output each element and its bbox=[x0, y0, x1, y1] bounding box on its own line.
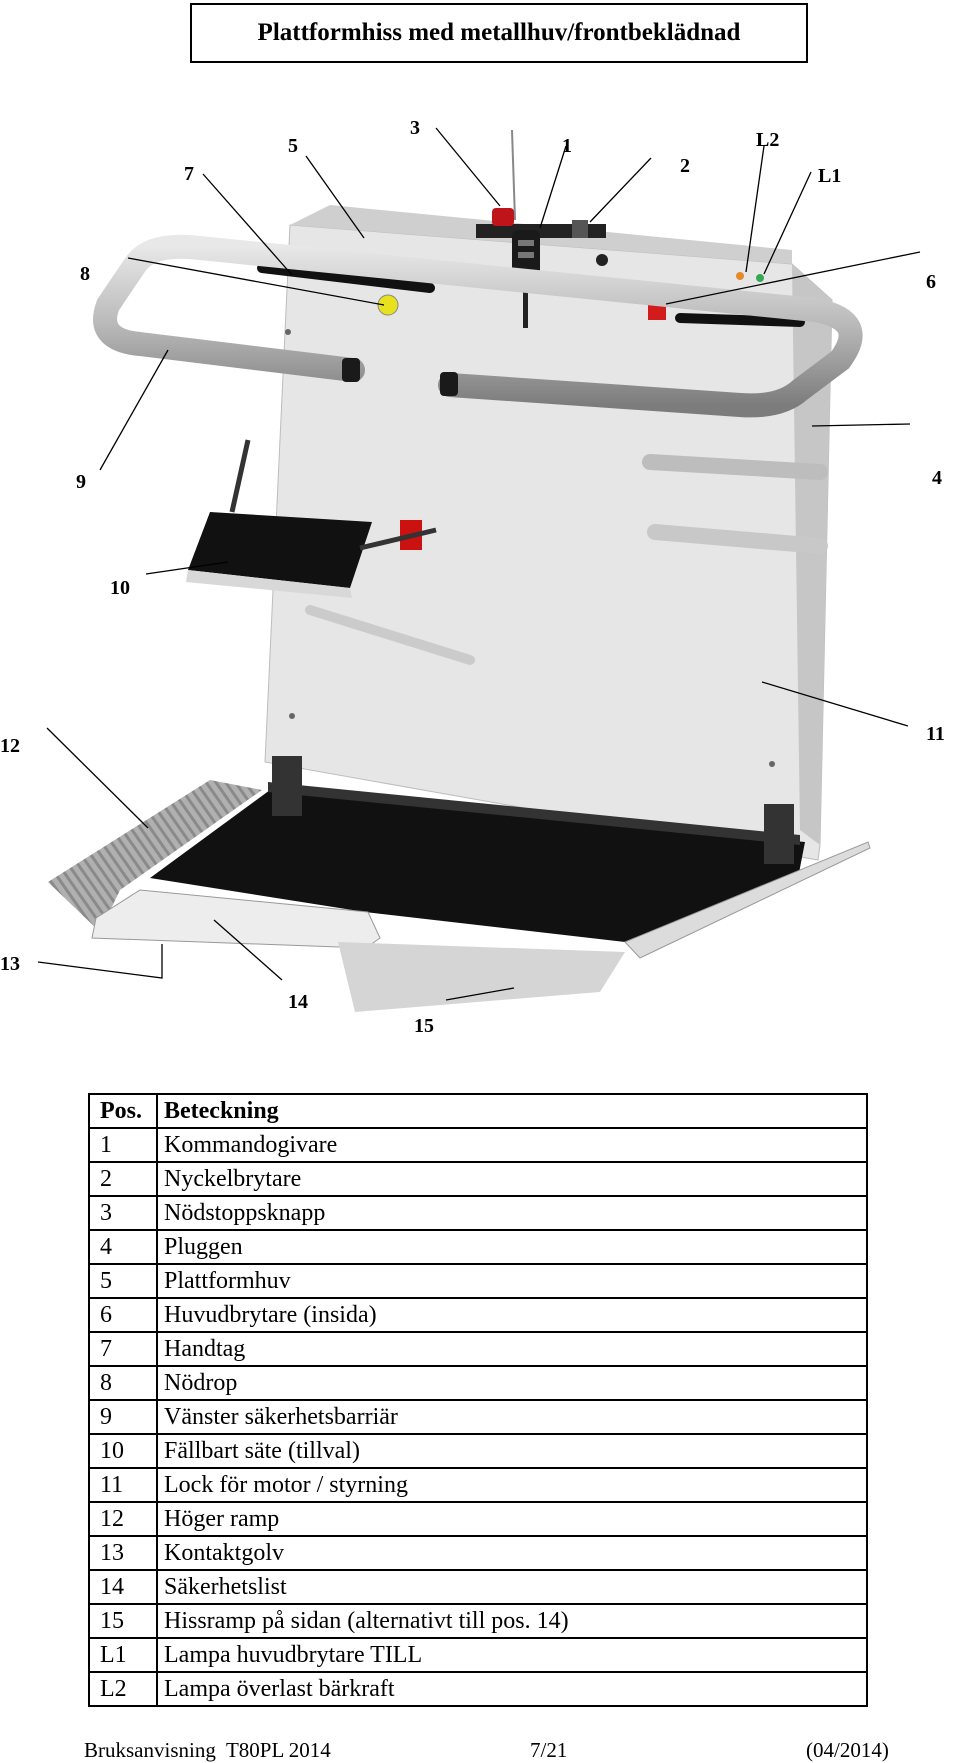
callout-2: 2 bbox=[680, 155, 690, 177]
row-label: Lock för motor / styrning bbox=[156, 1467, 868, 1503]
callout-14: 14 bbox=[288, 991, 308, 1013]
row-label: Nödrop bbox=[156, 1365, 868, 1401]
row-pos: 15 bbox=[88, 1603, 158, 1639]
row-label: Huvudbrytare (insida) bbox=[156, 1297, 868, 1333]
row-pos: 12 bbox=[88, 1501, 158, 1537]
row-label: Lampa överlast bärkraft bbox=[156, 1671, 868, 1707]
row-label: Fällbart säte (tillval) bbox=[156, 1433, 868, 1469]
row-label: Höger ramp bbox=[156, 1501, 868, 1537]
row-pos: 8 bbox=[88, 1365, 158, 1401]
row-pos: 1 bbox=[88, 1127, 158, 1163]
emergency-call-button bbox=[377, 294, 399, 316]
callout-5: 5 bbox=[288, 135, 298, 157]
callout-13: 13 bbox=[0, 953, 20, 975]
callout-4: 4 bbox=[932, 467, 942, 489]
row-label: Kontaktgolv bbox=[156, 1535, 868, 1571]
callout-11: 11 bbox=[926, 723, 945, 745]
platform-lift-illustration bbox=[37, 127, 921, 1012]
footer-date: (04/2014) bbox=[806, 1738, 889, 1762]
safety-barrier bbox=[93, 234, 863, 418]
footer-doc-name: Bruksanvisning T80PL 2014 bbox=[84, 1738, 331, 1762]
callout-10: 10 bbox=[110, 577, 130, 599]
row-label: Kommandogivare bbox=[156, 1127, 868, 1163]
callout-3: 3 bbox=[410, 117, 420, 139]
callout-15: 15 bbox=[414, 1015, 434, 1037]
lamp-L2 bbox=[736, 272, 744, 280]
row-pos: 4 bbox=[88, 1229, 158, 1265]
callout-7: 7 bbox=[184, 163, 194, 185]
callout-1: 1 bbox=[562, 135, 572, 157]
callout-8: 8 bbox=[80, 263, 90, 285]
row-pos: L1 bbox=[88, 1637, 158, 1673]
row-label: Nödstoppsknapp bbox=[156, 1195, 868, 1231]
row-pos: 9 bbox=[88, 1399, 158, 1435]
row-pos: 7 bbox=[88, 1331, 158, 1367]
row-pos: 14 bbox=[88, 1569, 158, 1605]
row-pos: 11 bbox=[88, 1467, 158, 1503]
handle-bar bbox=[257, 263, 435, 293]
callout-L1: L1 bbox=[818, 165, 842, 187]
row-pos: 3 bbox=[88, 1195, 158, 1231]
row-label: Plattformhuv bbox=[156, 1263, 868, 1299]
row-pos: L2 bbox=[88, 1671, 158, 1707]
row-pos: 6 bbox=[88, 1297, 158, 1333]
table-header-row: Pos. Beteckning bbox=[88, 1093, 868, 1129]
folding-seat bbox=[186, 439, 437, 598]
row-label: Handtag bbox=[156, 1331, 868, 1367]
callout-L2: L2 bbox=[756, 129, 780, 151]
row-pos: 5 bbox=[88, 1263, 158, 1299]
lamp-L1 bbox=[756, 274, 764, 282]
header-label: Beteckning bbox=[156, 1093, 868, 1129]
row-label: Lampa huvudbrytare TILL bbox=[156, 1637, 868, 1673]
callout-6: 6 bbox=[926, 271, 936, 293]
row-pos: 13 bbox=[88, 1535, 158, 1571]
callout-leader-lines bbox=[37, 127, 921, 1001]
footer-page-number: 7/21 bbox=[530, 1738, 568, 1762]
row-label: Vänster säkerhetsbarriär bbox=[156, 1399, 868, 1435]
platform-floor bbox=[48, 756, 871, 1012]
row-pos: 2 bbox=[88, 1161, 158, 1197]
row-label: Pluggen bbox=[156, 1229, 868, 1265]
row-pos: 10 bbox=[88, 1433, 158, 1469]
row-label: Hissramp på sidan (alternativt till pos.… bbox=[156, 1603, 868, 1639]
callout-9: 9 bbox=[76, 471, 86, 493]
header-pos: Pos. bbox=[88, 1093, 158, 1129]
document-title: Plattformhiss med metallhuv/frontbeklädn… bbox=[190, 3, 808, 63]
row-label: Säkerhetslist bbox=[156, 1569, 868, 1605]
callout-12: 12 bbox=[0, 735, 20, 757]
row-label: Nyckelbrytare bbox=[156, 1161, 868, 1197]
